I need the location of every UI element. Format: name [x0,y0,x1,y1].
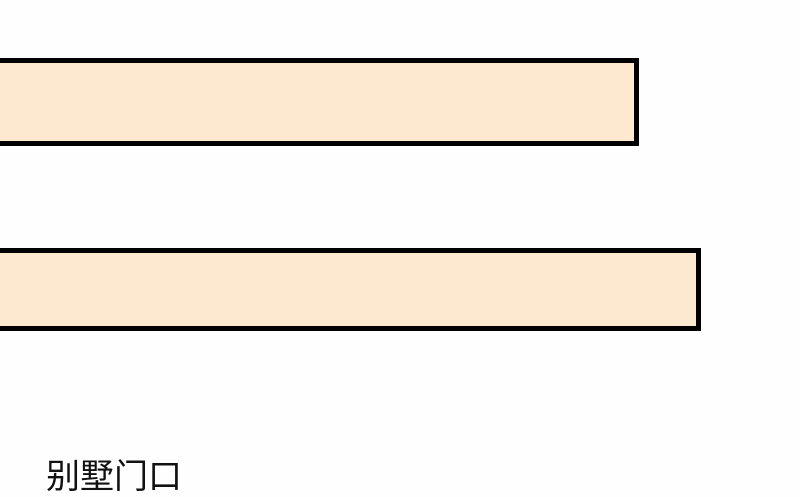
comic-page: { "colors": { "background": "#fefefe", "… [0,58,701,497]
caption-box-1 [0,58,639,146]
caption-box-2 [0,248,701,331]
location-caption: 别墅门口 [46,457,182,497]
